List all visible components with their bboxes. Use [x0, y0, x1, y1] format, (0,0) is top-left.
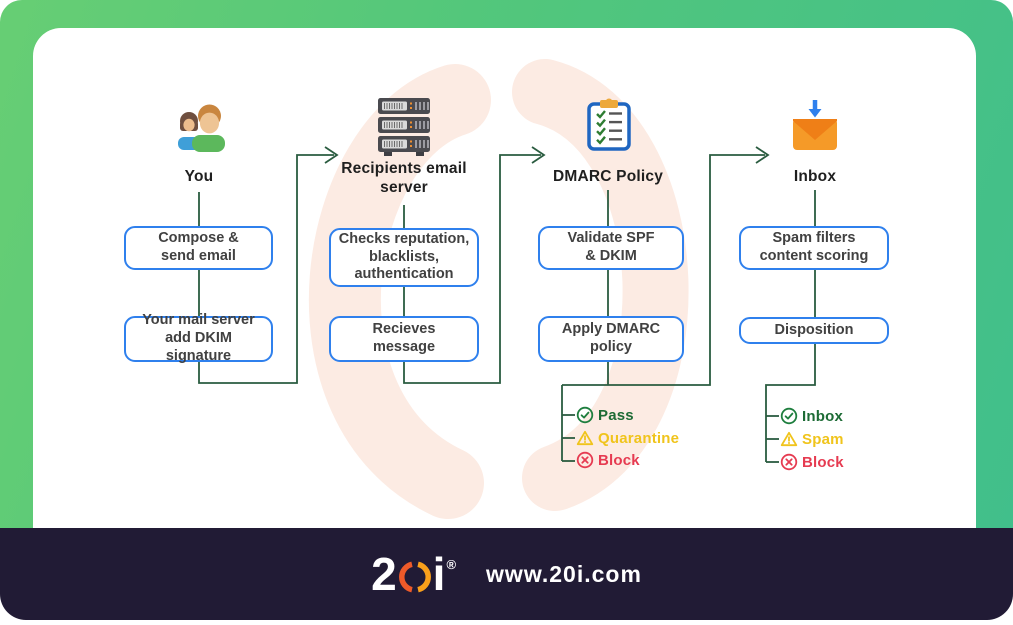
- server-icon: [377, 97, 431, 161]
- outcome-quarantine: Quarantine: [576, 427, 679, 449]
- site-url: www.20i.com: [486, 560, 642, 587]
- flow-step-box: Disposition: [739, 317, 889, 344]
- flow-step-box: Checks reputation, blacklists, authentic…: [329, 228, 479, 287]
- logo-ring-icon: [398, 561, 431, 593]
- x-circle-icon: [576, 451, 594, 469]
- registered-mark: ®: [446, 557, 457, 572]
- users-icon: [172, 98, 228, 159]
- outcome-label: Inbox: [802, 407, 843, 425]
- outcome-inbox: Inbox: [780, 405, 843, 427]
- outcome-spam: Spam: [780, 428, 844, 450]
- warning-triangle-icon: [780, 431, 798, 447]
- footer-bar: 2 i ® www.20i.com: [0, 528, 1013, 620]
- inbox-envelope-icon: [790, 98, 840, 159]
- outcome-label: Pass: [598, 406, 634, 424]
- flow-step-box: Apply DMARC policy: [538, 316, 684, 362]
- flow-step-box: Compose & send email: [124, 226, 273, 270]
- flow-step-box: Recieves message: [329, 316, 479, 362]
- column-title-inbox: Inbox: [793, 168, 837, 185]
- flow-step-label: Checks reputation, blacklists, authentic…: [338, 230, 470, 283]
- warning-triangle-icon: [576, 430, 594, 446]
- flow-step-label: Apply DMARC policy: [561, 321, 661, 355]
- column-title-you: You: [184, 168, 214, 185]
- logo-digit-2: 2: [371, 548, 397, 600]
- flow-step-label: Disposition: [774, 321, 854, 338]
- flow-step-box: Validate SPF & DKIM: [538, 226, 684, 270]
- x-circle-icon: [780, 453, 798, 471]
- outcome-label: Spam: [802, 430, 844, 448]
- flow-step-box: Your mail server add DKIM signature: [124, 312, 273, 364]
- check-circle-icon: [576, 406, 594, 424]
- flow-step-label: Compose & send email: [158, 230, 239, 264]
- flow-step-label: Your mail server add DKIM signature: [142, 312, 255, 364]
- outcome-label: Block: [802, 453, 844, 471]
- outcome-label: Quarantine: [598, 429, 680, 447]
- flow-step-label: Spam filters content scoring: [759, 230, 869, 264]
- flow-step-label: Validate SPF & DKIM: [567, 230, 655, 264]
- clipboard-checklist-icon: [586, 96, 632, 157]
- column-title-recipients-server: Recipients email server: [341, 160, 467, 196]
- column-title-dmarc-policy: DMARC Policy: [552, 168, 664, 185]
- check-circle-icon: [780, 407, 798, 425]
- outcome-block: Block: [780, 451, 844, 473]
- brand-logo: 2 i ®: [371, 551, 456, 597]
- outcome-block: Block: [576, 449, 640, 471]
- outcome-label: Block: [598, 451, 640, 469]
- logo-letter-i: i: [432, 548, 446, 600]
- flow-step-box: Spam filters content scoring: [739, 226, 889, 270]
- flow-step-label: Recieves message: [372, 321, 436, 355]
- outcome-pass: Pass: [576, 404, 634, 426]
